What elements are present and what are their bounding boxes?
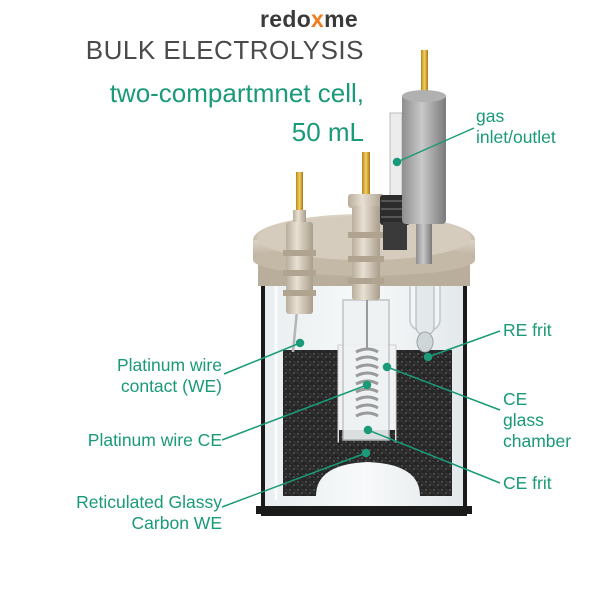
brand-prefix: redo [260,6,312,32]
dot-ce-frit [363,425,373,435]
label-rvc-we: Reticulated Glassy Carbon WE [76,492,222,534]
label-ce-glass-line3: chamber [503,431,572,451]
dot-pt-ce [362,380,372,390]
label-ce-frit: CE frit [503,473,552,493]
callout-leaders [221,127,501,508]
label-gas-inlet-line1: gas [476,106,505,126]
re-holder [402,50,446,264]
brand-logo: redoxme [260,6,358,33]
dot-rvc [361,448,371,458]
leader-re-frit [427,330,501,358]
label-pt-wire-ce: Platinum wire CE [87,430,222,450]
subtitle-line-1: two-compartmnet cell, [109,78,364,108]
page-title: BULK ELECTROLYSIS [85,35,364,65]
label-ce-glass-line2: glass [503,410,544,430]
leader-pt-contact [223,342,301,375]
we-post [283,172,316,314]
brand-suffix: me [324,6,358,32]
dot-pt-contact [295,338,305,348]
label-re-frit: RE frit [503,320,552,340]
ce-post [348,152,384,300]
brand-dot: x [311,6,325,32]
dot-ce-glass [382,362,392,372]
subtitle-line-2: 50 mL [291,117,364,147]
label-pt-wire-contact: Platinum wire contact (WE) [117,355,222,397]
label-rvc-line2: Carbon WE [131,513,222,533]
leader-rvc [221,452,367,508]
label-gas-inlet-line2: inlet/outlet [476,127,556,147]
label-gas-inlet: gas inlet/outlet [476,106,556,148]
label-ce-glass-line1: CE [503,389,528,409]
dot-re-frit [423,352,433,362]
leader-gas-inlet [396,127,475,163]
label-pt-contact-line1: Platinum wire [116,355,222,375]
leader-ce-glass [386,366,501,411]
dot-gas-inlet [392,157,402,167]
leader-ce-frit [367,429,501,484]
leader-pt-ce [221,384,368,441]
ce-glass-chamber [342,299,390,441]
label-rvc-line1: Reticulated Glassy [76,492,222,512]
label-ce-glass-chamber: CE glass chamber [503,389,571,452]
label-pt-contact-line2: contact (WE) [120,376,222,396]
